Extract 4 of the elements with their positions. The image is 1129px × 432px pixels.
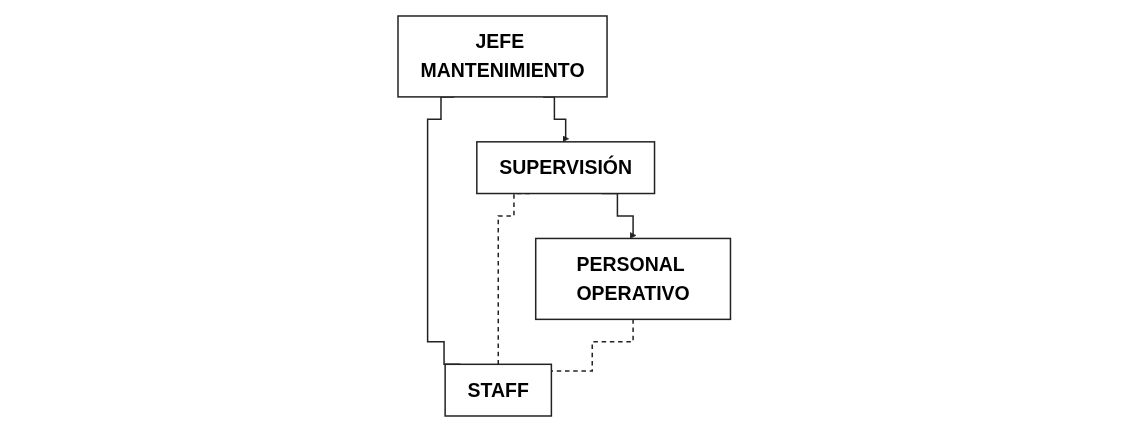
node-box: PERSONAL OPERATIVO: [535, 237, 732, 321]
node-box: STAFF: [444, 363, 553, 417]
node-box: JEFE MANTENIMIENTO: [397, 15, 609, 98]
node-box: SUPERVISIÓN: [476, 141, 656, 195]
